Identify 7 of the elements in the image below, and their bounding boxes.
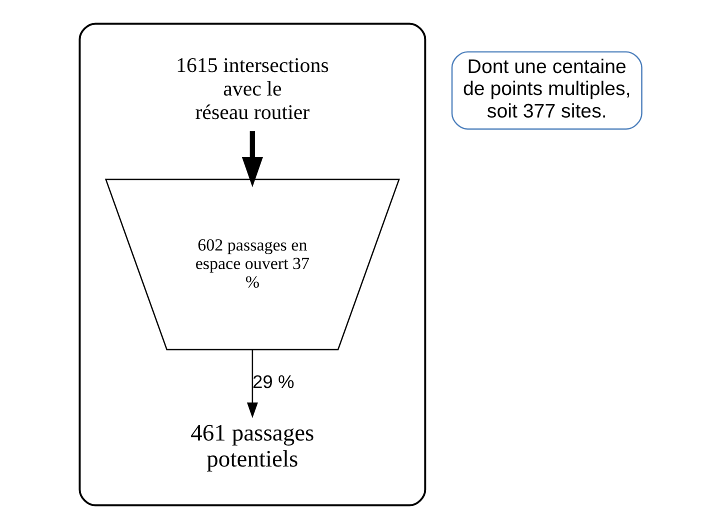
- node-text: 461 passages potentiels: [190, 420, 314, 473]
- arrow: [242, 131, 263, 188]
- arrow: [246, 350, 258, 418]
- edge-label: 29 %: [252, 370, 294, 392]
- node-box: Dont une centaine de points multiples, soit 377 sites.: [451, 51, 642, 130]
- cluster: [78, 22, 426, 506]
- node-text: 1615 intersections avec le réseau routier: [176, 52, 329, 124]
